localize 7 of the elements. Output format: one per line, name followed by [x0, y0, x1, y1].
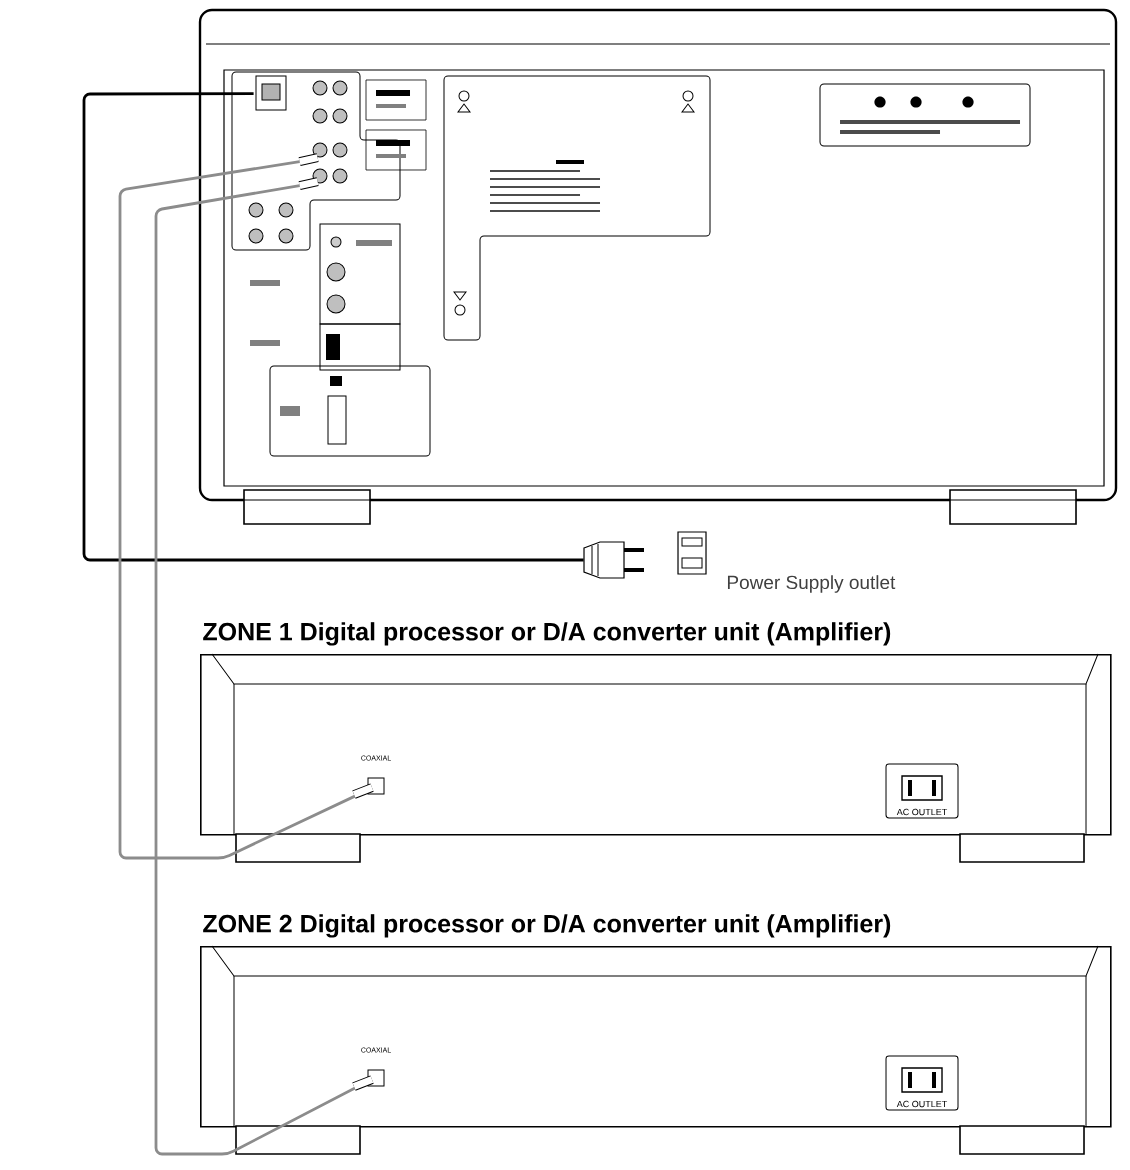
cd-changer-drawing — [198, 8, 1118, 525]
outlet-label: Power Supply outlet — [728, 575, 896, 593]
title: ZONE 1 Digital processor or D/A converter unit (Amplifier) — [203, 622, 891, 646]
title: ZONE 2 Digital processor or D/A converter unit (Amplifier) — [203, 914, 891, 938]
cable — [154, 184, 357, 1156]
cable — [82, 92, 584, 562]
cable — [118, 160, 357, 860]
